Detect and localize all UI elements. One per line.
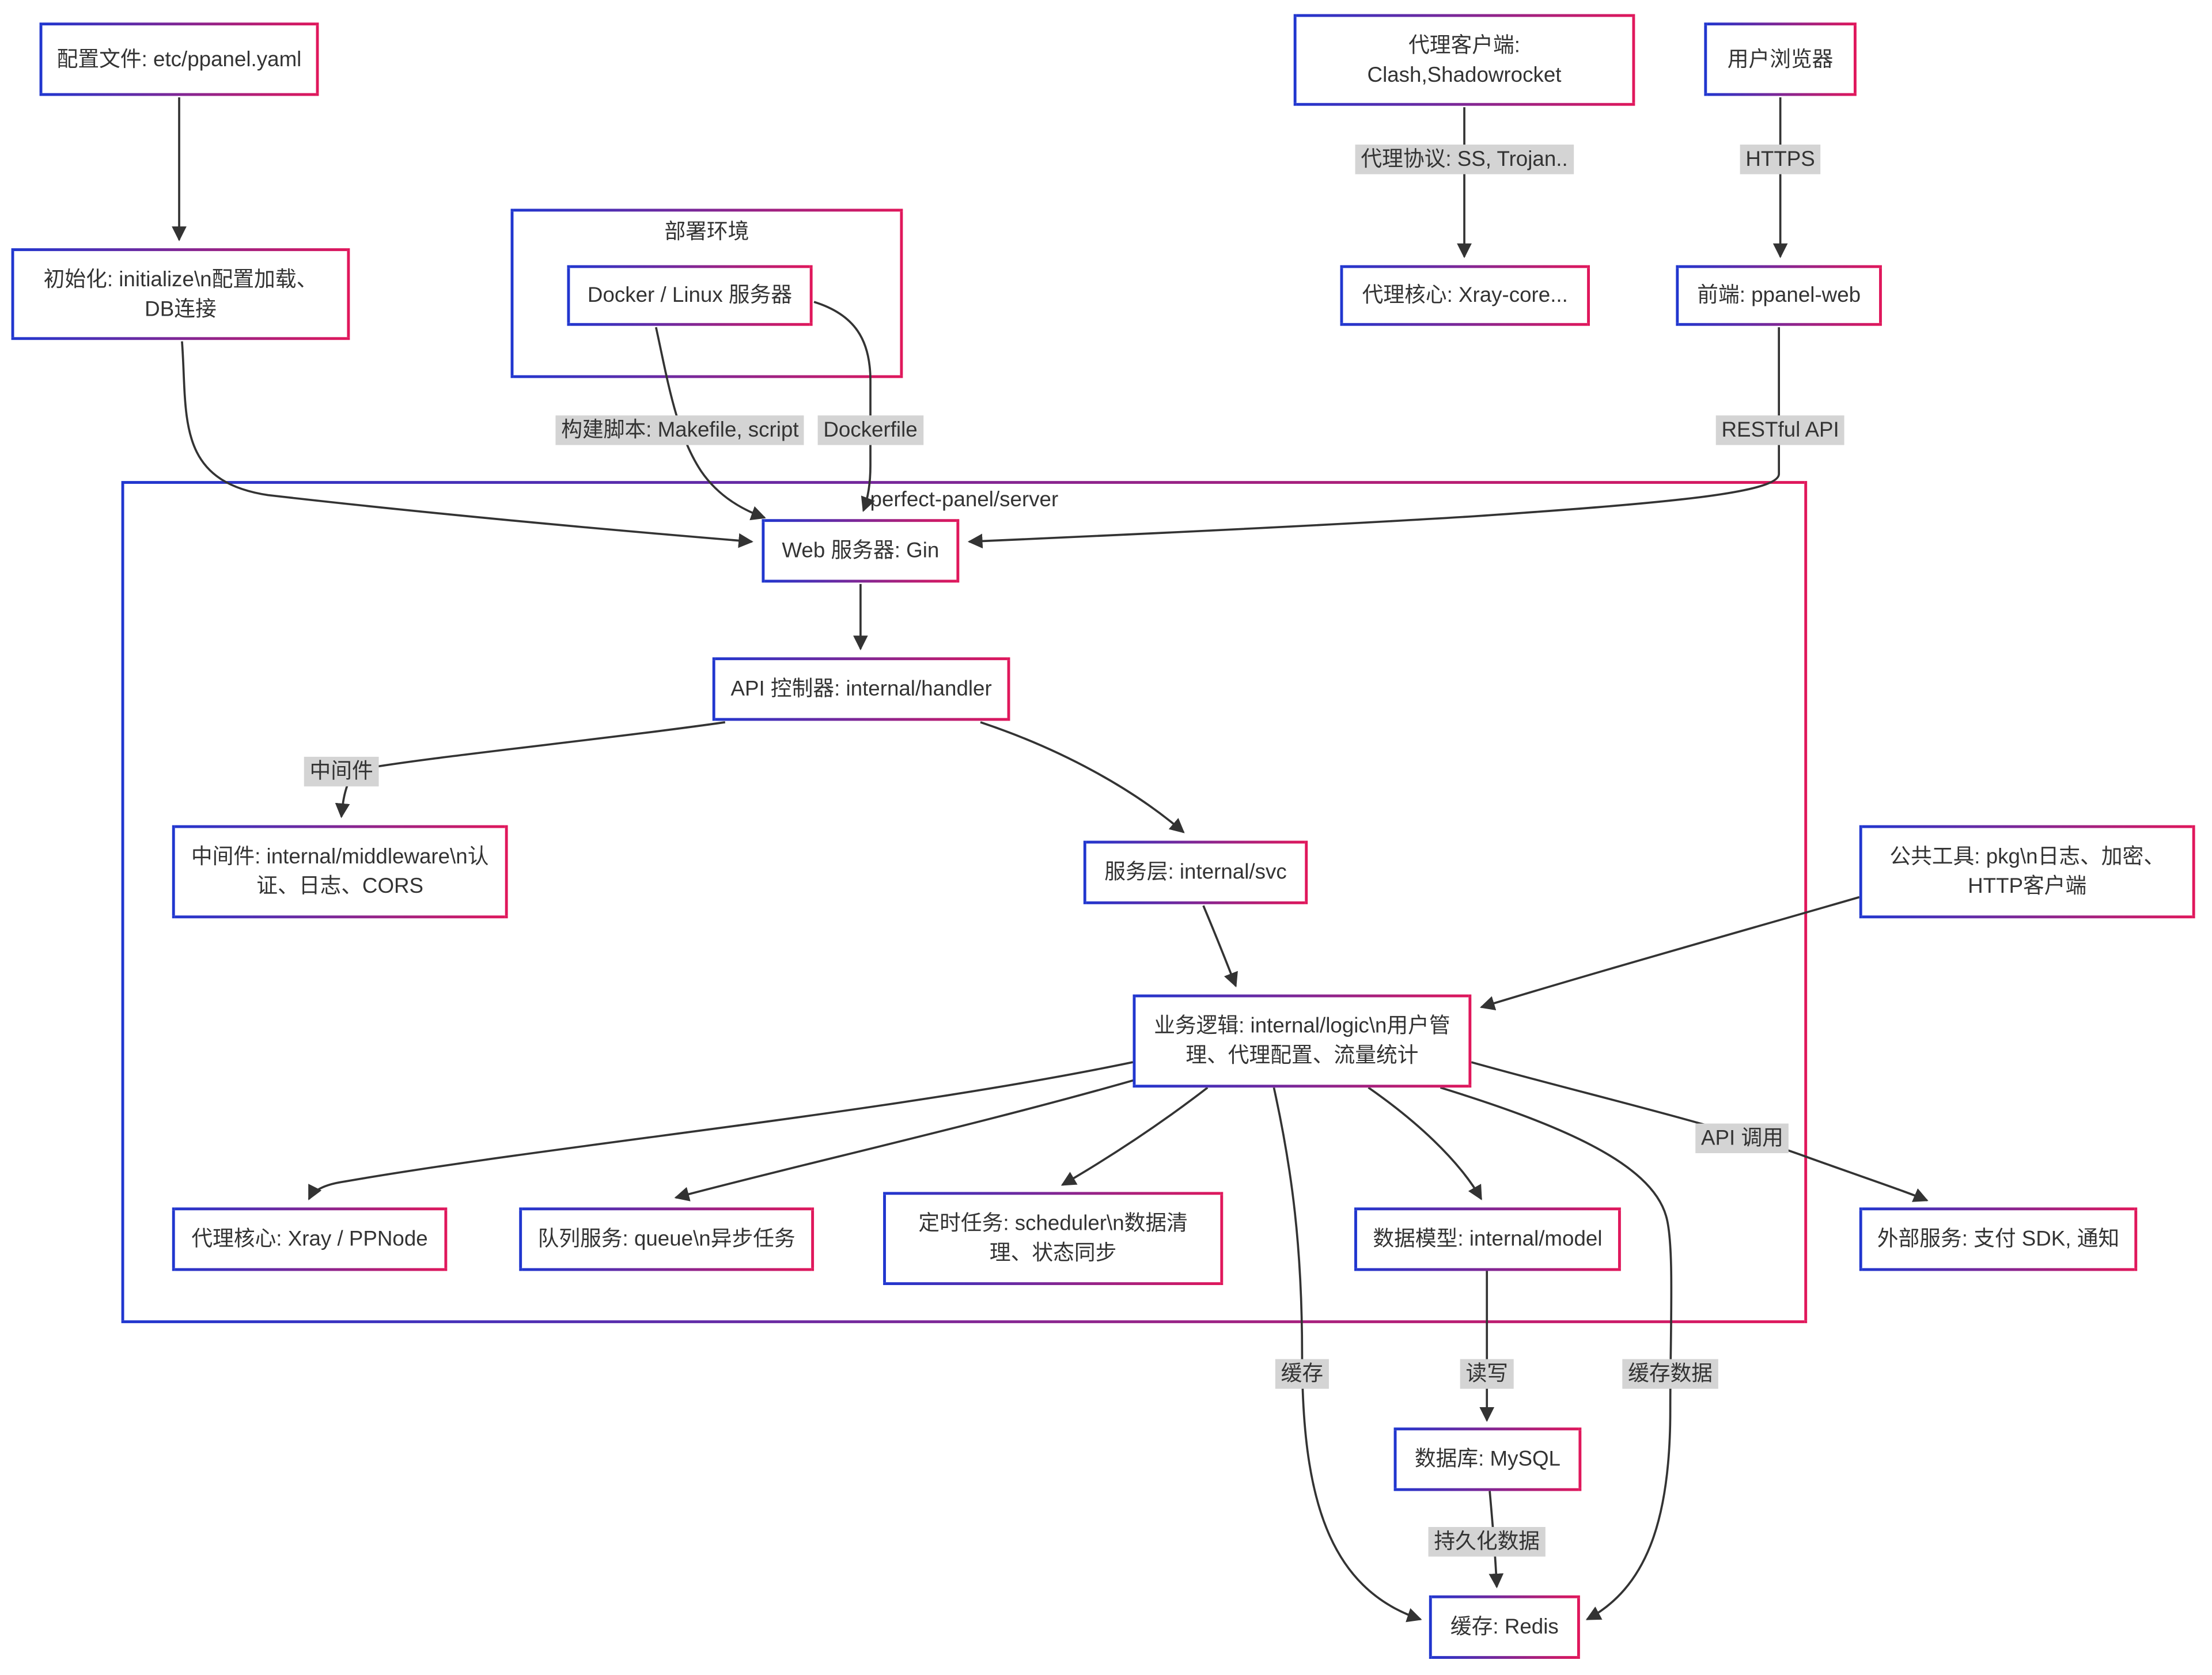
- node-frontend: 前端: ppanel-web: [1676, 265, 1882, 326]
- node-external-service: 外部服务: 支付 SDK, 通知: [1859, 1207, 2138, 1271]
- cluster-server-label: perfect-panel/server: [870, 488, 1059, 512]
- edge-label-https: HTTPS: [1740, 145, 1821, 175]
- node-proxy-client: 代理客户端: Clash,Shadowrocket: [1293, 14, 1635, 106]
- node-redis: 缓存: Redis: [1429, 1595, 1580, 1659]
- node-gin: Web 服务器: Gin: [762, 519, 960, 583]
- edge-label-proxy-protocol: 代理协议: SS, Trojan..: [1355, 145, 1574, 175]
- node-mysql: 数据库: MySQL: [1393, 1427, 1582, 1491]
- edge-label-api-call: API 调用: [1695, 1123, 1789, 1154]
- edge-label-cache-data: 缓存数据: [1622, 1359, 1718, 1389]
- node-docker: Docker / Linux 服务器: [567, 265, 813, 326]
- node-logic: 业务逻辑: internal/logic\n用户管 理、代理配置、流量统计: [1132, 994, 1472, 1088]
- edge-label-persist: 持久化数据: [1428, 1527, 1546, 1557]
- node-init: 初始化: initialize\n配置加载、 DB连接: [11, 248, 350, 340]
- node-svc: 服务层: internal/svc: [1083, 840, 1308, 904]
- node-handler: API 控制器: internal/handler: [712, 657, 1010, 721]
- edge-label-read-write: 读写: [1460, 1359, 1514, 1389]
- node-middleware: 中间件: internal/middleware\n认 证、日志、CORS: [172, 825, 508, 919]
- edge-label-build-script: 构建脚本: Makefile, script: [555, 415, 805, 445]
- node-xray-ppnode: 代理核心: Xray / PPNode: [172, 1207, 448, 1271]
- node-xray-core: 代理核心: Xray-core...: [1340, 265, 1590, 326]
- node-model: 数据模型: internal/model: [1354, 1207, 1621, 1271]
- node-scheduler: 定时任务: scheduler\n数据清 理、状态同步: [883, 1192, 1224, 1286]
- edge-label-restful-api: RESTful API: [1715, 415, 1845, 445]
- cluster-deploy-env-label: 部署环境: [664, 220, 749, 244]
- node-pkg-tools: 公共工具: pkg\n日志、加密、 HTTP客户端: [1859, 825, 2195, 919]
- node-queue: 队列服务: queue\n异步任务: [519, 1207, 815, 1271]
- node-browser: 用户浏览器: [1704, 22, 1857, 96]
- edge-label-cache: 缓存: [1275, 1359, 1329, 1389]
- edge-label-dockerfile: Dockerfile: [817, 415, 923, 445]
- node-config-file: 配置文件: etc/ppanel.yaml: [39, 22, 319, 96]
- edge-label-middleware: 中间件: [304, 756, 379, 787]
